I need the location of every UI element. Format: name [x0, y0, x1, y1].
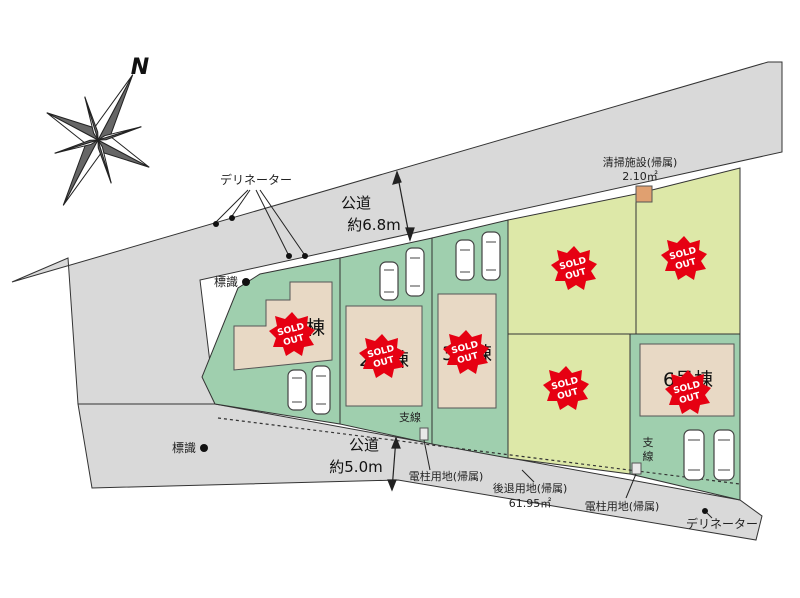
car [455, 239, 475, 281]
pole-land-label-2: 電柱用地(帰属) [585, 499, 660, 513]
sign-label-top: 標識 [214, 275, 238, 289]
sold-badge-burst [661, 236, 707, 280]
delineator-marker [302, 253, 308, 259]
delineator-marker [213, 221, 219, 227]
delineator-marker [702, 508, 708, 514]
branch-wire-label-2a: 支 [643, 436, 654, 449]
public-road-south [77, 403, 763, 541]
car [311, 365, 331, 415]
delineator-leaders-top [215, 189, 305, 255]
sign-marker [200, 444, 208, 452]
sign-marker [242, 278, 250, 286]
north-road-label-1: 公道 [341, 194, 371, 212]
pole-land-marker-1 [419, 427, 429, 441]
car [713, 429, 735, 481]
sold-badge-burst [543, 366, 589, 410]
cleaning-facility-label-2: 2.10㎡ [622, 170, 658, 183]
sold-badge-burst [551, 246, 597, 290]
delineator-marker [286, 253, 292, 259]
branch-wire-label-1: 支線 [399, 410, 421, 424]
cleaning-facility-label-1: 清掃施設(帰属) [603, 155, 678, 169]
setback-label-1: 後退用地(帰属) [493, 481, 568, 495]
car [481, 231, 501, 281]
sold-badge-lot-7: SOLD OUT [543, 366, 589, 410]
south-road-label-2: 約5.0m [329, 458, 382, 476]
south-road-label-1: 公道 [349, 436, 379, 454]
setback-line [217, 417, 741, 485]
car [287, 369, 307, 411]
delineator-label-bottom: デリネーター [686, 516, 758, 531]
setback-label-2: 61.95㎡ [509, 497, 552, 510]
pole-land-leader-2 [625, 473, 637, 499]
sold-badge-burst [359, 334, 405, 378]
branch-wire-label-2b: 線 [643, 449, 654, 463]
sold-badge-burst [269, 312, 315, 356]
setback-leader [521, 469, 535, 483]
sold-badge-lot-1: SOLD OUT [269, 312, 315, 356]
cleaning-facility [635, 185, 653, 203]
pole-land-marker-2 [631, 462, 642, 475]
north-road-label-2: 約6.8m [347, 216, 400, 234]
sign-label-bottom: 標識 [172, 441, 196, 455]
sold-badge-lot-3: SOLD OUT [443, 330, 489, 374]
sold-badge-lot-2: SOLD OUT [359, 334, 405, 378]
sold-badge-burst [443, 330, 489, 374]
road-width-arrow-south [387, 436, 401, 492]
delineator-marker [229, 215, 235, 221]
delineator-label-top: デリネーター [220, 172, 292, 187]
sold-badge-lot-6: SOLD OUT [665, 370, 711, 414]
car-windows [292, 241, 730, 471]
sold-badge-lot-4: SOLD OUT [551, 246, 597, 290]
car [379, 261, 399, 301]
sold-badge-lot-5: SOLD OUT [661, 236, 707, 280]
road-width-arrow-north [392, 170, 415, 242]
sold-badge-burst [665, 370, 711, 414]
car [683, 429, 705, 481]
pole-land-leader-1 [423, 439, 431, 471]
car [405, 247, 425, 297]
pole-land-label-1: 電柱用地(帰属) [409, 469, 484, 483]
compass-north-label: N [131, 55, 149, 80]
compass-rose-icon [46, 74, 150, 206]
public-road-north [11, 61, 783, 405]
